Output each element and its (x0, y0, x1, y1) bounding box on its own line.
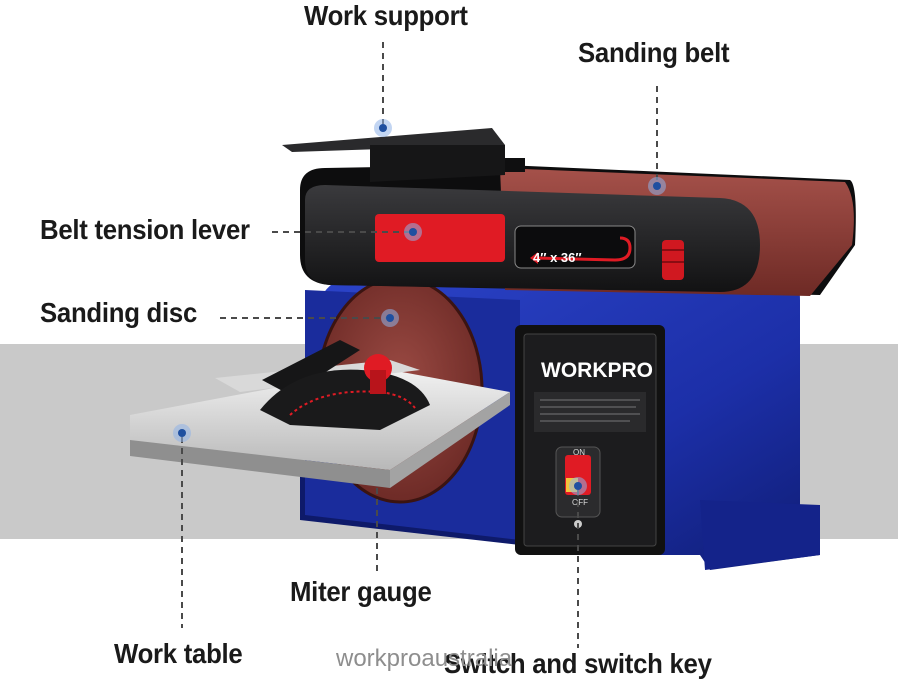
label-work-support: Work support (304, 0, 468, 31)
label-work-table: Work table (114, 638, 243, 669)
belt-housing (300, 165, 856, 296)
callout-lines (181, 42, 658, 648)
label-switch-and-key: Switch and switch key (444, 648, 712, 679)
switch-off-label: OFF (572, 498, 588, 507)
miter-gauge (260, 340, 430, 430)
callout-dots (173, 119, 666, 495)
work-support-plate (282, 128, 525, 182)
watermark-text: workproaustralia (336, 645, 513, 672)
switch-on-label: ON (573, 448, 585, 457)
belt-size-label: 4″ x 36″ (533, 250, 582, 265)
label-belt-tension-lever: Belt tension lever (40, 214, 250, 245)
label-sanding-disc: Sanding disc (40, 297, 198, 328)
brand-logo: WORKPRO (541, 359, 653, 382)
label-sanding-belt: Sanding belt (578, 37, 730, 68)
label-miter-gauge: Miter gauge (290, 576, 432, 607)
